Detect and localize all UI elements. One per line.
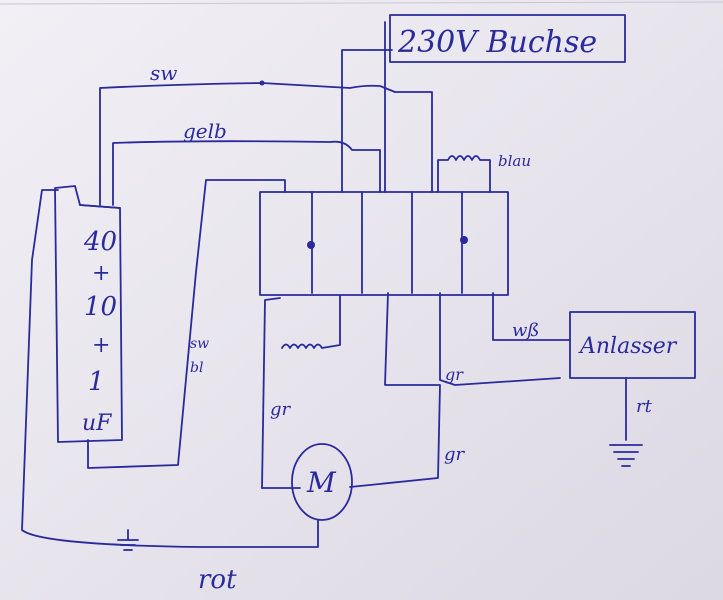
socket-label: 230V Buchse (397, 25, 597, 60)
terminal-dot (307, 241, 315, 249)
label-blau: blau (498, 152, 531, 170)
socket-box (389, 14, 626, 63)
label-ws: wß (512, 320, 539, 341)
label-sw-bl-1: sw (190, 336, 209, 352)
label-gelb: gelb (183, 119, 227, 143)
wire-blau-coil (437, 155, 491, 193)
paper-edge (0, 1, 723, 5)
ground-symbol (117, 529, 139, 551)
label-rt: rt (636, 396, 653, 417)
wire-sw-bl (87, 179, 286, 469)
wire-gr-starter (439, 292, 561, 386)
capacitor-line: 10 (84, 292, 117, 322)
label-gr-3: gr (445, 365, 464, 384)
junction-dot (259, 80, 265, 86)
wire-rot (21, 189, 319, 548)
socket-wire-right (394, 91, 433, 193)
motor-label: M (306, 466, 337, 499)
label-gr-1: gr (270, 399, 292, 420)
starter-label: Anlasser (578, 334, 678, 359)
capacitor-top (79, 204, 121, 209)
terminal-block (259, 191, 509, 296)
starter-box (569, 311, 696, 379)
motor-symbol (291, 443, 353, 521)
capacitor-line: 40 (83, 227, 117, 257)
capacitor-line: uF (82, 411, 112, 436)
label-gr-2: gr (444, 444, 466, 465)
label-sw: sw (150, 61, 177, 85)
capacitor-line: + (92, 261, 110, 286)
wire-gr-coil (261, 295, 341, 489)
terminal-dot (460, 236, 468, 244)
wire-gr-right (349, 292, 441, 488)
capacitor-line: 1 (88, 367, 105, 397)
label-rot: rot (198, 565, 237, 595)
label-sw-bl-2: bl (190, 360, 203, 376)
ground-symbol (609, 444, 643, 467)
capacitor-line: + (92, 333, 110, 358)
capacitor-text: 40 + 10 + 1 uF (82, 227, 117, 436)
wire-sw (99, 82, 396, 206)
wire-gelb (112, 140, 381, 206)
wire-ws (492, 292, 571, 341)
socket-wire-left (341, 49, 393, 193)
